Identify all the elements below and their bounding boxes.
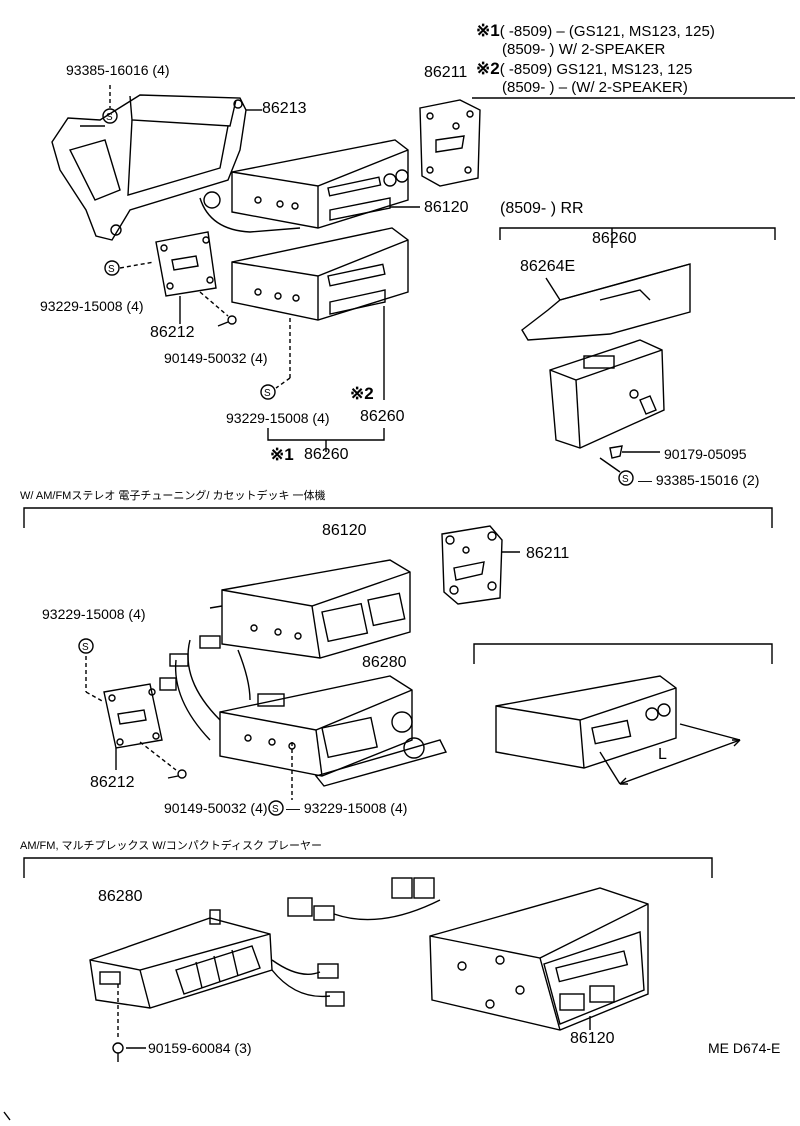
part-label-93229-left: 93229-15008 (4) xyxy=(40,298,144,314)
note-2-line-1: ※2( -8509) GS121, MS123, 125 xyxy=(476,60,692,78)
s-circle-icon: S xyxy=(102,108,118,124)
screw-icon xyxy=(167,769,187,779)
bracket-86211-mid-drawing xyxy=(441,525,503,605)
rr-header: (8509- ) RR xyxy=(500,200,584,217)
rr-unit-drawing xyxy=(549,339,665,449)
part-label-86212-top: 86212 xyxy=(150,324,195,341)
part-label-86260-mid: 86260 xyxy=(360,408,405,425)
screw-icon xyxy=(217,315,237,327)
screw-icon xyxy=(609,445,623,459)
cd-unit-86120-drawing xyxy=(429,887,649,1031)
section-2-title: W/ AM/FMステレオ 電子チューニング/ カセットデッキ 一体機 xyxy=(20,490,326,502)
part-label-93229-s2-bottom: — 93229-15008 (4) xyxy=(286,800,408,816)
s-circle-icon: S xyxy=(268,800,284,816)
note-1-line-1: ※1( -8509) – (GS121, MS123, 125) xyxy=(476,22,715,40)
svg-text:S: S xyxy=(108,264,115,275)
bracket-86212-top-drawing xyxy=(155,231,217,297)
part-label-86211-mid: 86211 xyxy=(526,545,570,562)
unit-86280-mid-drawing xyxy=(219,675,448,787)
part-label-90149-top: 90149-50032 (4) xyxy=(164,350,268,366)
s-circle-icon: S xyxy=(260,384,276,400)
part-label-93229-s2-bottom-text: 93229-15008 (4) xyxy=(303,800,408,816)
part-label-86213: 86213 xyxy=(262,100,307,117)
part-label-90159-60084: 90159-60084 (3) xyxy=(148,1040,252,1056)
bracket-86212-mid-drawing xyxy=(103,683,163,749)
dimension-label-L: L xyxy=(658,746,667,763)
radio-86120-mid-drawing xyxy=(209,559,411,659)
part-label-86280-mid: 86280 xyxy=(362,654,407,671)
dimension-unit-drawing xyxy=(495,675,741,785)
part-label-86211-top: 86211 xyxy=(424,64,468,81)
part-label-93229-mid: 93229-15008 (4) xyxy=(226,410,330,426)
part-label-86260-rr: 86260 xyxy=(592,230,637,247)
s-circle-icon: S xyxy=(104,260,120,276)
s-circle-icon: S xyxy=(618,470,634,486)
part-label-93385-15016: — 93385-15016 (2) xyxy=(638,472,760,488)
note-2-line-2: (8509- ) – (W/ 2-SPEAKER) xyxy=(502,79,688,96)
screw-icon xyxy=(112,1042,124,1062)
s-circle-icon: S xyxy=(78,638,94,654)
note-1-mark: ※1 xyxy=(476,21,500,40)
part-label-86260-bottom: 86260 xyxy=(304,446,349,463)
radio-86260-lower-drawing xyxy=(231,227,409,321)
part-label-86120-bottom: 86120 xyxy=(570,1030,615,1047)
note-2-mark: ※2 xyxy=(476,59,500,78)
part-label-86280-bottom: 86280 xyxy=(98,888,143,905)
footer-code: ME D674-E xyxy=(708,1040,781,1056)
console-86264E-drawing xyxy=(521,263,691,341)
svg-text:S: S xyxy=(272,804,279,815)
part-label-93385-15016-text: 93385-15016 (2) xyxy=(655,472,760,488)
part-label-93385-16016: 93385-16016 (4) xyxy=(66,62,170,78)
svg-text:S: S xyxy=(264,388,271,399)
bracket-86211-top-drawing xyxy=(419,99,481,187)
part-label-86120-top: 86120 xyxy=(424,199,469,216)
part-label-93229-s2-left: 93229-15008 (4) xyxy=(42,606,146,622)
note-2-text: ( -8509) GS121, MS123, 125 xyxy=(499,61,693,78)
part-label-86212-mid: 86212 xyxy=(90,774,135,791)
radio-86120-upper-drawing xyxy=(199,139,409,233)
note-1-line-2: (8509- ) W/ 2-SPEAKER xyxy=(502,41,666,58)
svg-text:S: S xyxy=(82,642,89,653)
svg-text:S: S xyxy=(622,474,629,485)
svg-text:S: S xyxy=(106,112,113,123)
part-mark-1: ※1 xyxy=(270,445,294,464)
part-label-86264E: 86264E xyxy=(520,258,576,275)
part-mark-2: ※2 xyxy=(350,384,374,403)
part-label-90179-05095: 90179-05095 xyxy=(664,446,747,462)
section-3-title: AM/FM, マルチプレックス W/コンパクトディスク プレーヤー xyxy=(20,840,322,852)
bracket-86213-drawing xyxy=(51,94,262,241)
part-label-86120-mid: 86120 xyxy=(322,522,367,539)
part-label-90149-mid: 90149-50032 (4) xyxy=(164,800,268,816)
note-1-text: ( -8509) – (GS121, MS123, 125) xyxy=(499,23,715,40)
